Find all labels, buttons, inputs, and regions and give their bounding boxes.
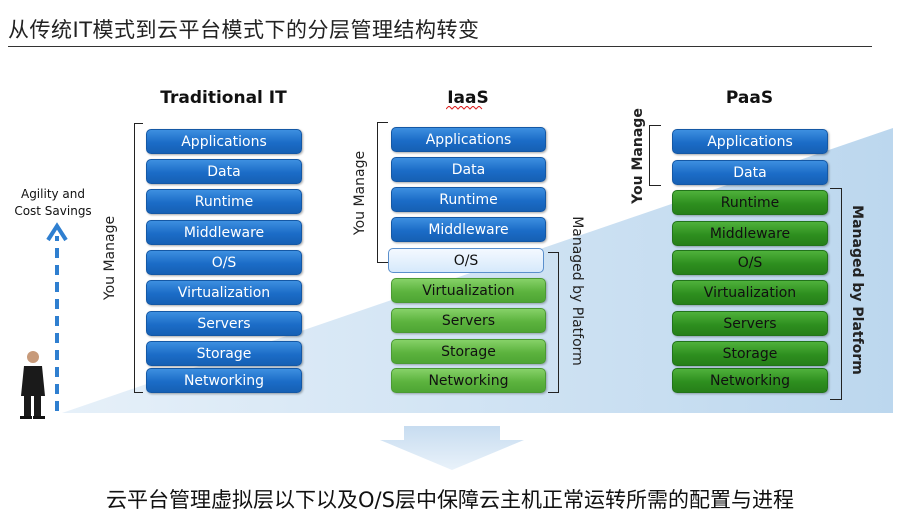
agility-label: Agility and Cost Savings [14, 187, 92, 218]
column-heading-paas: PaaS [725, 88, 774, 108]
managed-by-platform-bracket [830, 188, 842, 400]
layer-runtime: Runtime [672, 190, 828, 215]
layer-virtualization: Virtualization [391, 278, 546, 303]
you-manage-bracket [649, 125, 661, 186]
layer-servers: Servers [146, 311, 302, 336]
layer-os: O/S [388, 248, 544, 273]
layer-virtualization: Virtualization [672, 280, 828, 305]
layer-runtime: Runtime [391, 187, 546, 212]
managed-by-platform-label: Managed by Platform [849, 205, 865, 375]
column-heading-traditional-it: Traditional IT [160, 88, 287, 108]
layer-storage: Storage [391, 339, 546, 364]
layer-middleware: Middleware [146, 220, 302, 245]
spellcheck-underline [446, 106, 483, 110]
you-manage-bracket [134, 123, 143, 393]
column-heading-iaas: IaaS [447, 88, 489, 108]
layer-storage: Storage [146, 341, 302, 366]
businessman-icon [20, 351, 45, 419]
layer-applications: Applications [146, 129, 302, 154]
layer-data: Data [146, 159, 302, 184]
layer-applications: Applications [672, 129, 828, 154]
layer-networking: Networking [146, 368, 302, 393]
layer-os: O/S [146, 250, 302, 275]
title-underline [8, 46, 872, 47]
you-manage-bracket [377, 122, 388, 263]
you-manage-label: You Manage [102, 215, 118, 301]
layer-servers: Servers [391, 308, 546, 333]
you-manage-label: You Manage [630, 108, 646, 204]
layer-networking: Networking [672, 368, 828, 393]
agility-arrow-head-icon [46, 222, 68, 242]
layer-middleware: Middleware [672, 221, 828, 246]
layer-servers: Servers [672, 311, 828, 336]
bottom-caption: 云平台管理虚拟层以下以及O/S层中保障云主机正常运转所需的配置与进程 [106, 488, 794, 512]
layer-networking: Networking [391, 368, 546, 393]
layer-os: O/S [672, 250, 828, 275]
layer-applications: Applications [391, 127, 546, 152]
layer-storage: Storage [672, 341, 828, 366]
layer-virtualization: Virtualization [146, 280, 302, 305]
layer-data: Data [672, 160, 828, 185]
you-manage-label: You Manage [352, 150, 368, 236]
layer-runtime: Runtime [146, 189, 302, 214]
managed-by-platform-label: Managed by Platform [569, 216, 585, 366]
page-title: 从传统IT模式到云平台模式下的分层管理结构转变 [8, 18, 480, 42]
managed-by-platform-bracket [548, 252, 559, 393]
layer-middleware: Middleware [391, 217, 546, 242]
down-arrow-icon [380, 426, 524, 470]
layer-data: Data [391, 157, 546, 182]
